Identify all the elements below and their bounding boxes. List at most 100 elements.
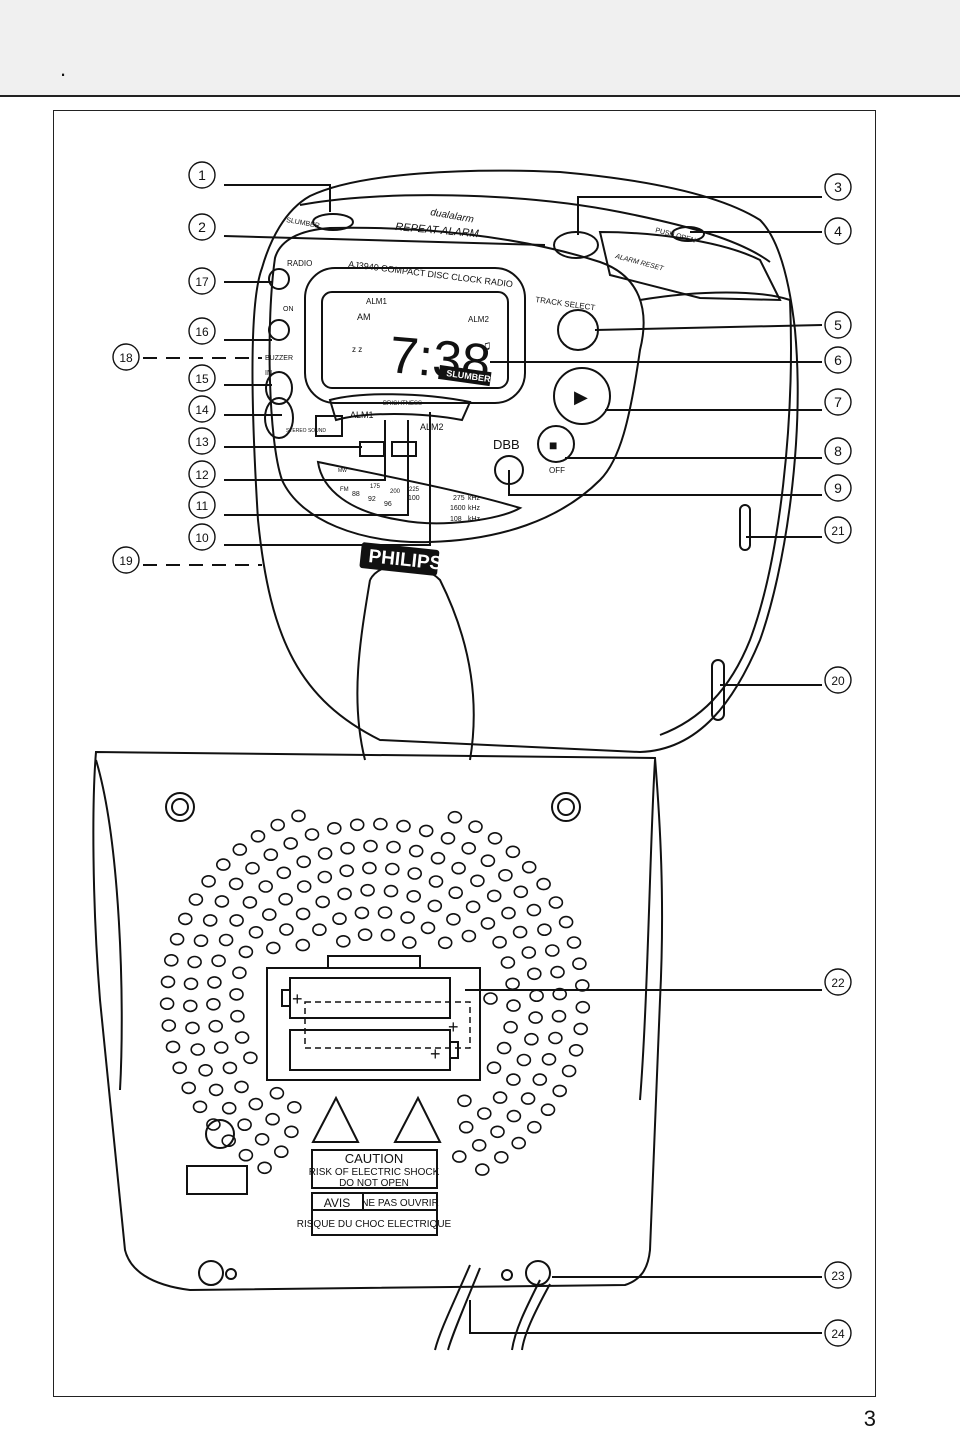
grille-hole	[552, 1084, 568, 1098]
battery-plus-3: +	[430, 1044, 441, 1064]
grille-hole	[332, 912, 347, 926]
header-marker: .	[60, 56, 67, 81]
page-number: 3	[863, 1406, 876, 1431]
grille-hole	[457, 1094, 472, 1108]
grille-hole	[493, 1151, 509, 1164]
grille-hole	[521, 860, 537, 874]
grille-hole	[296, 855, 312, 869]
grille-hole	[232, 966, 247, 980]
grille-hole	[447, 810, 463, 824]
grille-hole	[222, 1061, 238, 1075]
track-select-button	[557, 309, 599, 351]
tuner-fm-1: 92	[368, 496, 376, 503]
grille-hole	[221, 1134, 236, 1147]
callout-number: 5	[834, 317, 842, 333]
callout-number: 14	[195, 403, 209, 417]
grille-hole	[276, 866, 292, 880]
label-brightness: BRIGHTNESS	[383, 401, 422, 407]
label-dual-alarm: dualalarm	[429, 207, 474, 225]
grille-hole	[476, 1107, 492, 1120]
avis-box	[311, 1192, 438, 1236]
callout-circle	[824, 388, 852, 416]
grille-hole	[428, 875, 444, 888]
grille-hole	[278, 892, 293, 906]
callout-circle	[824, 1261, 852, 1289]
grille-hole	[373, 817, 388, 831]
grille-hole	[214, 895, 230, 908]
grille-hole	[524, 1032, 539, 1046]
grille-hole	[190, 1043, 205, 1056]
grille-hole	[164, 953, 179, 967]
grille-hole	[465, 900, 481, 914]
grille-hole	[401, 936, 417, 949]
tuner-band-mw: MW	[338, 468, 347, 474]
grille-hole	[178, 912, 193, 926]
grille-hole	[357, 928, 373, 942]
cd-logo-plate	[315, 415, 343, 437]
grille-hole	[566, 936, 582, 949]
grille-hole	[561, 1064, 577, 1078]
grille-hole	[242, 896, 258, 909]
callout-circle	[824, 968, 852, 996]
grille-hole	[568, 1044, 584, 1057]
grille-hole	[418, 824, 434, 838]
tuner-mw-2: 225	[409, 487, 420, 493]
grille-hole	[237, 1118, 252, 1131]
in-knob	[265, 371, 293, 405]
side-vent-upper	[739, 504, 751, 551]
grille-hole	[169, 932, 185, 946]
callout-circle	[188, 427, 216, 455]
callout-number: 6	[834, 352, 842, 368]
back-panel-ridge	[95, 759, 123, 1091]
label-dbb: DBB	[493, 437, 520, 452]
brightness-bar	[328, 393, 472, 422]
grille-hole	[440, 831, 456, 845]
battery-lid-tab	[327, 955, 421, 969]
carry-loop	[356, 564, 475, 761]
grille-hole	[326, 821, 342, 835]
screw-left-inner	[171, 798, 189, 816]
grille-hole	[487, 831, 503, 845]
back-panel-ridge-right	[639, 759, 656, 1101]
grille-hole	[261, 908, 277, 921]
grille-hole	[284, 1125, 299, 1139]
grille-hole	[536, 877, 551, 891]
grille-hole	[315, 895, 331, 909]
grille-hole	[572, 957, 587, 971]
caution-line2: DO NOT OPEN	[339, 1178, 409, 1189]
caution-box	[311, 1149, 438, 1189]
callout-number: 21	[831, 524, 845, 538]
grille-hole	[490, 1125, 505, 1139]
grille-hole	[229, 914, 244, 927]
grille-hole	[349, 818, 365, 832]
grille-hole	[386, 840, 401, 854]
grille-hole	[492, 1091, 508, 1104]
callout-leaders	[143, 184, 823, 1334]
grille-hole	[248, 1097, 264, 1111]
grille-hole	[526, 903, 542, 917]
grille-hole	[503, 1020, 518, 1034]
callout-number: 24	[831, 1327, 845, 1341]
grille-hole	[160, 975, 176, 989]
battery-plus-1: +	[292, 989, 303, 1009]
stop-symbol: ■	[549, 437, 557, 453]
grille-hole	[291, 809, 306, 823]
power-cord	[434, 1264, 481, 1351]
battery-top	[289, 977, 451, 1019]
grille-hole	[506, 1109, 522, 1123]
push-open-button	[671, 226, 705, 242]
repeat-alarm-button	[553, 231, 599, 259]
grille-hole	[286, 1101, 302, 1114]
play-symbol: ▶	[574, 387, 588, 407]
grille-hole	[558, 915, 574, 929]
label-track-select: TRACK SELECT	[535, 295, 596, 312]
prev-key	[359, 441, 385, 457]
grille-hole	[183, 999, 198, 1013]
grille-hole	[396, 819, 411, 833]
label-buzzer: BUZZER	[265, 355, 293, 362]
grille-hole	[526, 1120, 542, 1134]
callout-number: 20	[831, 674, 845, 688]
ne-pas-ouvrir: NE PAS OUVRIR	[361, 1198, 439, 1209]
device-body-outline	[251, 169, 799, 754]
label-on: ON	[283, 306, 294, 313]
